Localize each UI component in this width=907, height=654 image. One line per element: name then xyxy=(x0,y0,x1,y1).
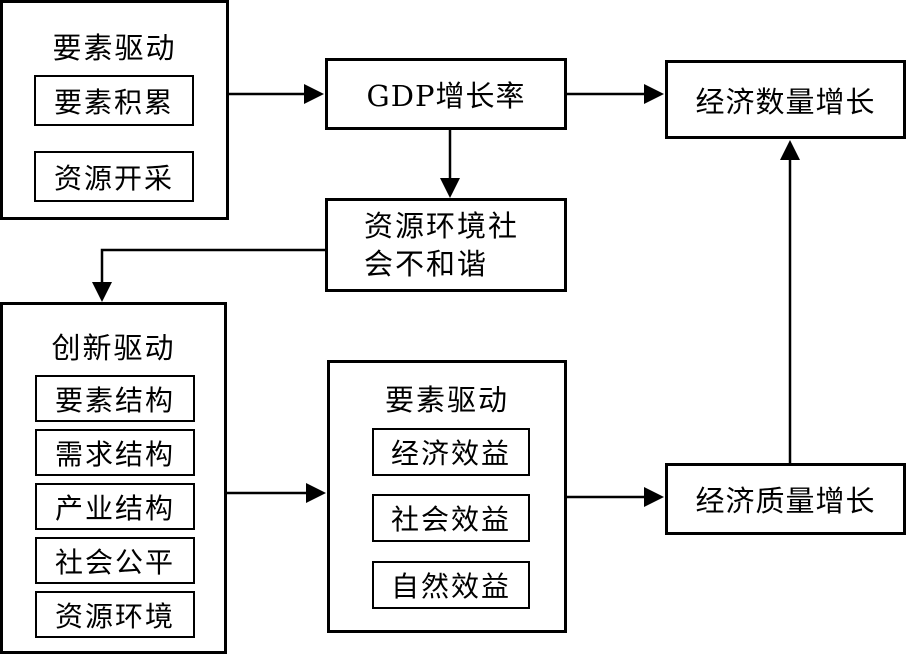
innovation-driven-box: 创新驱动 要素结构 需求结构 产业结构 社会公平 资源环境 xyxy=(0,302,227,654)
factor-structure-node: 要素结构 xyxy=(35,375,195,422)
demand-structure-node: 需求结构 xyxy=(35,429,195,476)
arrowhead-quality-to-quantity xyxy=(780,140,800,160)
economic-quantity-growth-node: 经济数量增长 xyxy=(665,60,906,139)
arrowhead-gdp-to-quantity xyxy=(644,84,664,104)
social-benefit-node: 社会效益 xyxy=(372,494,530,542)
industry-structure-node: 产业结构 xyxy=(35,483,195,530)
resource-env-social-disharmony-node: 资源环境社 会不和谐 xyxy=(325,198,567,292)
gdp-growth-label: GDP增长率 xyxy=(366,79,526,113)
factor-driven-box: 要素驱动 要素积累 资源开采 xyxy=(0,0,229,220)
arrowhead-innovation-to-middle xyxy=(306,483,326,503)
middle-factor-driven-title: 要素驱动 xyxy=(384,383,509,417)
social-equity-node: 社会公平 xyxy=(35,537,195,584)
arrowhead-factor-to-gdp xyxy=(304,84,324,104)
disharmony-line1: 资源环境社 xyxy=(364,209,520,243)
disharmony-line2: 会不和谐 xyxy=(364,247,489,281)
resource-extraction-node: 资源开采 xyxy=(34,151,194,202)
middle-factor-driven-box: 要素驱动 经济效益 社会效益 自然效益 xyxy=(327,360,567,633)
factor-accumulation-node: 要素积累 xyxy=(34,75,194,126)
natural-benefit-node: 自然效益 xyxy=(372,561,530,609)
economic-quality-growth-label: 经济质量增长 xyxy=(695,484,876,518)
innovation-driven-title: 创新驱动 xyxy=(51,331,176,365)
factor-driven-title: 要素驱动 xyxy=(52,31,177,65)
arrowhead-disharmony-to-innovation xyxy=(92,282,112,302)
economic-quantity-growth-label: 经济数量增长 xyxy=(695,84,876,119)
arrowhead-gdp-to-disharmony xyxy=(440,178,460,198)
resource-environment-node: 资源环境 xyxy=(35,591,195,638)
arrow-disharmony-to-innovation xyxy=(100,248,325,284)
gdp-growth-node: GDP增长率 xyxy=(325,58,567,130)
arrowhead-middle-to-quality xyxy=(644,487,664,507)
economic-quality-growth-node: 经济质量增长 xyxy=(665,463,906,535)
economic-benefit-node: 经济效益 xyxy=(372,428,530,476)
